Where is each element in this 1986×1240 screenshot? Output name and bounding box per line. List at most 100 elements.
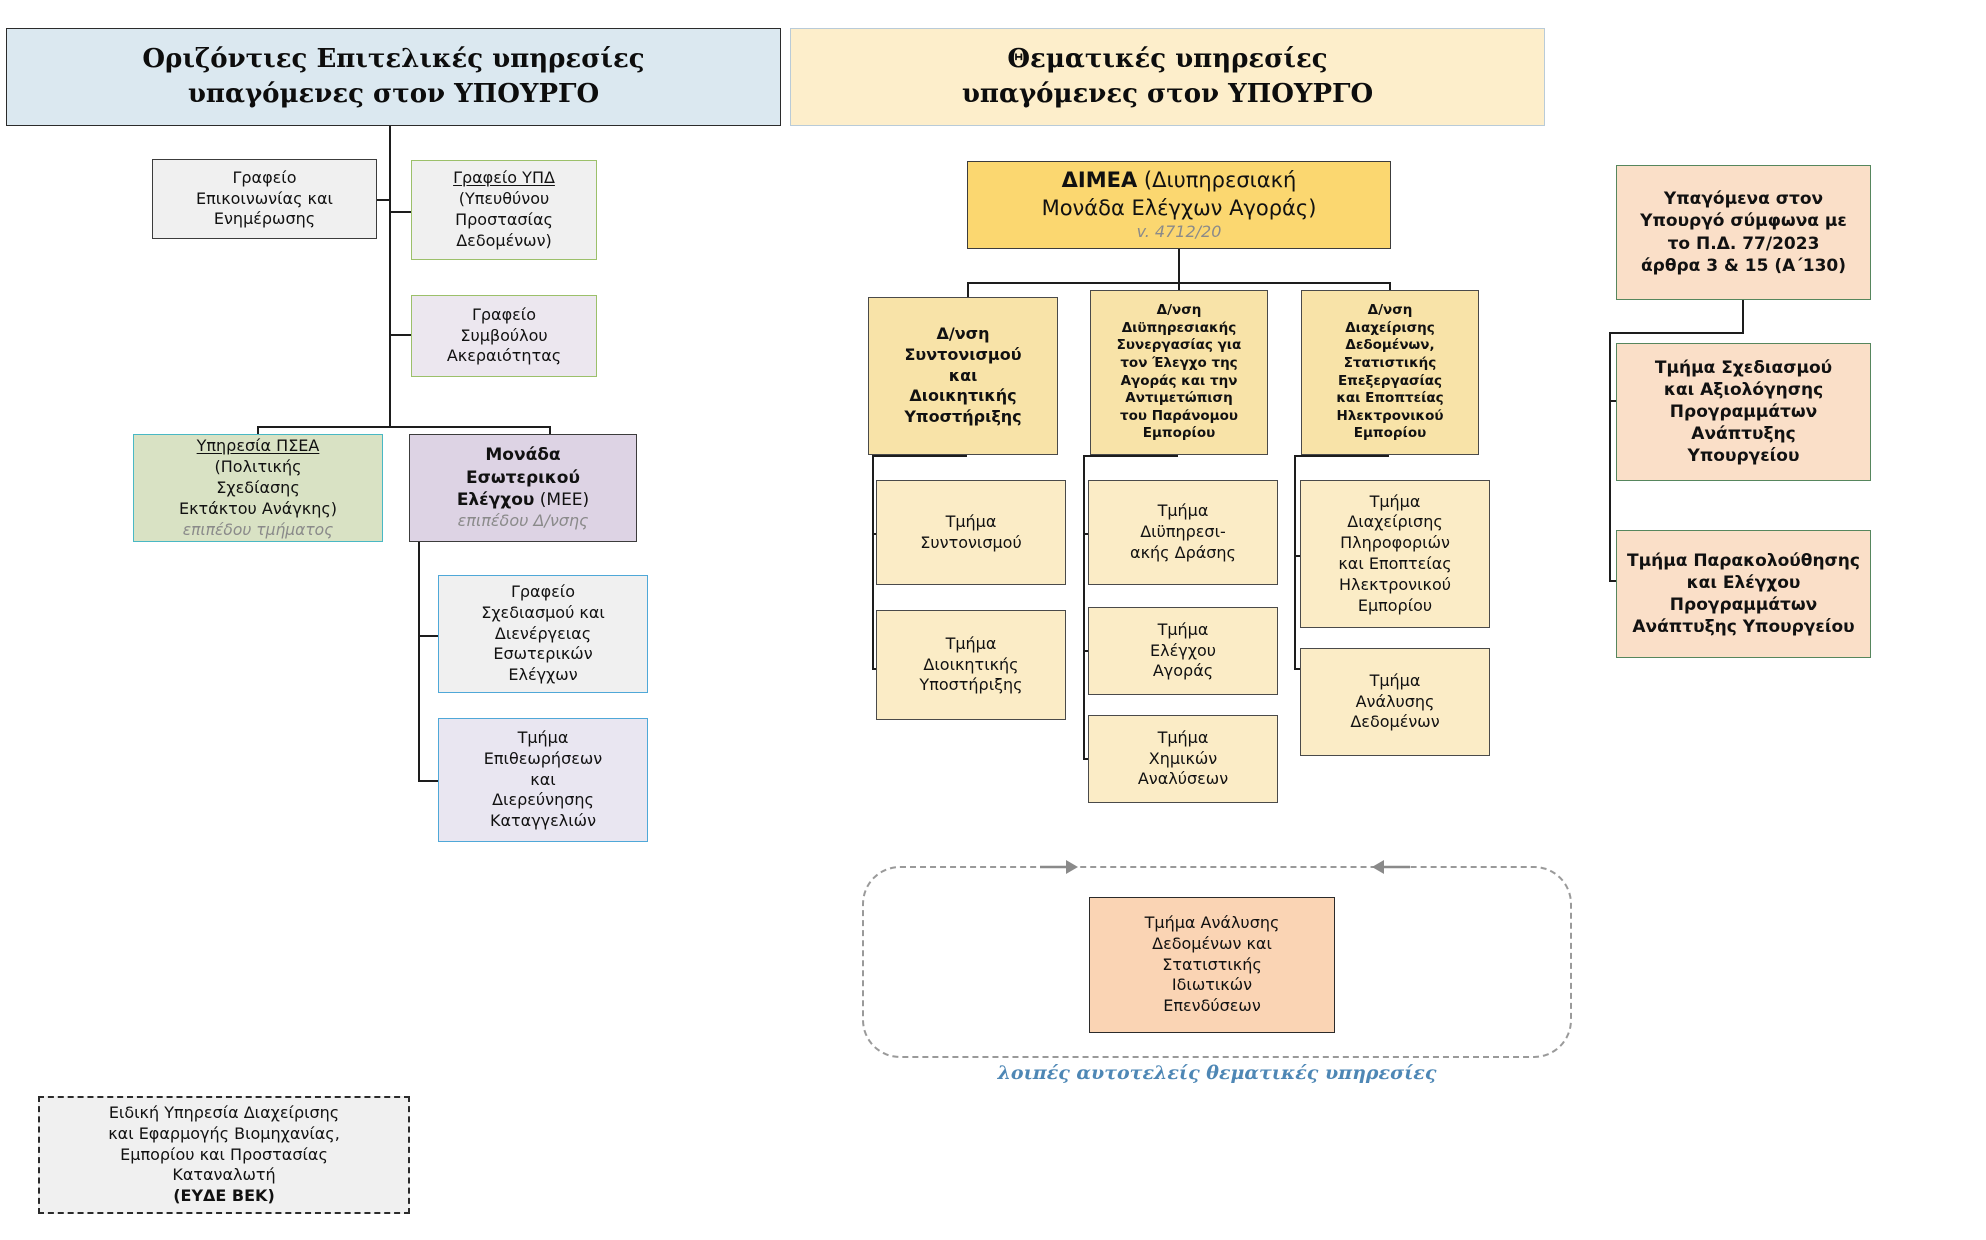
connector-left-trunk <box>389 126 392 428</box>
connector-dir3-to-dept1 <box>1294 555 1304 558</box>
box-minister-subordinate-header[interactable]: Υπαγόμενα στον Υπουργό σύμφωνα με το Π.Δ… <box>1616 165 1871 300</box>
box-program-monitoring-control-dept[interactable]: Τμήμα Παρακολούθησης και Ελέγχου Προγραμ… <box>1616 530 1871 658</box>
other-box-line-2: Δεδομένων και <box>1152 933 1272 953</box>
dir3-line-1: Δ/νση <box>1367 302 1413 319</box>
mee-line-3-bold: Ελέγχου <box>456 489 535 510</box>
psea-line-3: Εκτάκτου Ανάγκης) <box>178 498 337 518</box>
connector-dir1-stem-top <box>872 455 967 458</box>
box-directorate-data-management-ecommerce[interactable]: Δ/νση Διαχείρισης Δεδομένων, Στατιστικής… <box>1301 290 1479 455</box>
dept-3-2-line-2: Ανάλυσης <box>1355 691 1435 711</box>
communication-office-line-3: Ενημέρωσης <box>213 209 316 229</box>
dimea-title-line-1: ΔΙΜΕΑ (Διυπηρεσιακή <box>968 167 1390 194</box>
dir2-line-4: τον Έλεγχο της <box>1120 354 1238 371</box>
dept-3-1-line-3: Πληροφοριών <box>1340 533 1450 553</box>
box-directorate-interagency-cooperation[interactable]: Δ/νση Διϋπηρεσιακής Συνεργασίας για τον … <box>1090 290 1268 455</box>
dimea-law-reference: v. 4712/20 <box>1136 221 1222 241</box>
connector-to-inspections-dept <box>418 780 438 783</box>
dir3-line-8: Εμπορίου <box>1353 425 1427 442</box>
right-item1-line-1: Τμήμα Σχεδιασμού <box>1654 357 1833 378</box>
box-dept-information-ecommerce-supervision[interactable]: Τμήμα Διαχείρισης Πληροφοριών και Εποπτε… <box>1300 480 1490 628</box>
connector-dir3-to-dept2 <box>1294 668 1304 671</box>
inspections-line-1: Τμήμα <box>517 728 569 747</box>
box-dept-chemical-analyses[interactable]: Τμήμα Χημικών Αναλύσεων <box>1088 715 1278 803</box>
dept-2-1-line-1: Τμήμα <box>1157 501 1209 521</box>
connector-dir2-to-dept3 <box>1083 758 1089 761</box>
dept-2-2-line-1: Τμήμα <box>1157 619 1209 639</box>
dir3-line-3: Δεδομένων, <box>1345 337 1435 354</box>
box-dept-data-analysis[interactable]: Τμήμα Ανάλυσης Δεδομένων <box>1300 648 1490 756</box>
connector-to-integrity-office <box>389 334 411 337</box>
dept-1-2-line-2: Διοικητικής <box>923 654 1019 674</box>
inspections-line-3: και <box>530 769 556 789</box>
dir2-line-5: Αγοράς και την <box>1120 372 1238 389</box>
other-box-line-4: Ιδιωτικών <box>1171 975 1253 995</box>
right-item2-line-2: και Ελέγχου <box>1686 572 1801 593</box>
box-program-planning-evaluation-dept[interactable]: Τμήμα Σχεδιασμού και Αξιολόγησης Προγραμ… <box>1616 343 1871 481</box>
box-dept-interagency-action[interactable]: Τμήμα Διϋπηρεσι- ακής Δράσης <box>1088 480 1278 585</box>
box-directorate-coordination-admin[interactable]: Δ/νση Συντονισμού και Διοικητικής Υποστή… <box>868 297 1058 455</box>
banner-right-line2: υπαγόμενες στον ΥΠΟΥΡΓΟ <box>961 79 1374 109</box>
eyde-vek-line-1: Ειδική Υπηρεσία Διαχείρισης <box>108 1103 340 1122</box>
eyde-vek-line-4: Καταναλωτή <box>172 1165 276 1185</box>
dept-2-2-line-3: Αγοράς <box>1152 661 1214 681</box>
mee-line-3: Ελέγχου (ΜΕΕ) <box>410 489 636 511</box>
box-integrity-advisor-office[interactable]: Γραφείο Συμβούλου Ακεραιότητας <box>411 295 597 377</box>
audit-planning-line-3: Διενέργειας <box>494 623 592 643</box>
inspections-line-2: Επιθεωρήσεων <box>483 748 603 768</box>
dept-3-1-line-2: Διαχείρισης <box>1347 512 1443 532</box>
box-audit-planning-office[interactable]: Γραφείο Σχεδιασμού και Διενέργειας Εσωτε… <box>438 575 648 693</box>
psea-note: επιπέδου τμήματος <box>182 520 334 539</box>
right-item1-line-4: Ανάπτυξης <box>1691 424 1796 445</box>
right-header-line-3: το Π.Δ. 77/2023 <box>1667 233 1820 254</box>
dept-2-1-line-3: ακής Δράσης <box>1130 542 1236 562</box>
right-item2-line-4: Ανάπτυξης Υπουργείου <box>1632 617 1855 638</box>
eyde-vek-line-2: και Εφαρμογής Βιομηχανίας, <box>108 1123 340 1143</box>
box-dimea[interactable]: ΔΙΜΕΑ (Διυπηρεσιακή Μονάδα Ελέγχων Αγορά… <box>967 161 1391 249</box>
box-private-investments-data-analysis-dept[interactable]: Τμήμα Ανάλυσης Δεδομένων και Στατιστικής… <box>1089 897 1335 1033</box>
box-eyde-vek[interactable]: Ειδική Υπηρεσία Διαχείρισης και Εφαρμογή… <box>38 1096 410 1214</box>
box-dpo-office[interactable]: Γραφείο ΥΠΔ (Υπευθύνου Προστασίας Δεδομέ… <box>411 160 597 260</box>
other-thematic-services-caption: λοιπές αυτοτελείς θεματικές υπηρεσίες <box>997 1062 1437 1084</box>
box-dept-administrative-support[interactable]: Τμήμα Διοικητικής Υποστήριξης <box>876 610 1066 720</box>
banner-horizontal-staff-services: Οριζόντιες Επιτελικές υπηρεσίες υπαγόμεν… <box>6 28 781 126</box>
dept-1-2-line-3: Υποστήριξης <box>919 675 1023 695</box>
dir3-line-5: Επεξεργασίας <box>1337 372 1443 389</box>
integrity-office-line-1: Γραφείο <box>471 304 537 324</box>
other-box-line-3: Στατιστικής <box>1162 954 1262 974</box>
dept-3-1-line-4: και Εποπτείας <box>1338 554 1452 573</box>
connector-to-communication-office <box>375 199 391 202</box>
dir1-line-3: και <box>948 365 978 385</box>
right-item1-line-5: Υπουργείου <box>1687 446 1800 467</box>
dept-2-1-line-2: Διϋπηρεσι- <box>1140 522 1226 542</box>
right-item2-line-3: Προγραμμάτων <box>1669 595 1818 615</box>
box-inspections-complaints-dept[interactable]: Τμήμα Επιθεωρήσεων και Διερεύνησης Καταγ… <box>438 718 648 842</box>
right-item2-line-1: Τμήμα Παρακολούθησης <box>1627 550 1860 571</box>
box-communication-office[interactable]: Γραφείο Επικοινωνίας και Ενημέρωσης <box>152 159 377 239</box>
box-dept-coordination[interactable]: Τμήμα Συντονισμού <box>876 480 1066 585</box>
box-dept-market-control[interactable]: Τμήμα Ελέγχου Αγοράς <box>1088 607 1278 695</box>
connector-right-header-stem <box>1742 300 1745 332</box>
audit-planning-line-2: Σχεδιασμού και <box>481 602 605 622</box>
integrity-office-line-2: Συμβούλου <box>460 325 548 345</box>
dept-2-3-line-1: Τμήμα <box>1157 727 1209 747</box>
other-box-line-5: Επενδύσεων <box>1163 996 1261 1016</box>
right-header-line-1: Υπαγόμενα στον <box>1663 189 1824 210</box>
box-internal-audit-unit[interactable]: Μονάδα Εσωτερικού Ελέγχου (ΜΕΕ) επιπέδου… <box>409 434 637 542</box>
dir3-line-7: Ηλεκτρονικού <box>1336 407 1444 424</box>
dir1-line-2: Συντονισμού <box>904 344 1022 364</box>
audit-planning-line-1: Γραφείο <box>510 582 576 601</box>
connector-to-dpo-office <box>389 211 411 214</box>
dir1-line-1: Δ/νση <box>936 324 990 343</box>
banner-left-line1: Οριζόντιες Επιτελικές υπηρεσίες <box>142 44 645 75</box>
arrow-right-icon <box>1040 860 1078 874</box>
psea-title: Υπηρεσία ΠΣΕΑ <box>196 436 320 456</box>
dept-3-1-line-1: Τμήμα <box>1369 491 1421 511</box>
connector-mee-trunk <box>418 542 421 782</box>
other-box-line-1: Τμήμα Ανάλυσης <box>1144 913 1280 932</box>
box-psea-service[interactable]: Υπηρεσία ΠΣΕΑ (Πολιτικής Σχεδίασης Εκτάκ… <box>133 434 383 542</box>
mee-line-2: Εσωτερικού <box>466 467 580 488</box>
dir3-line-2: Διαχείρισης <box>1345 319 1435 336</box>
dept-1-1-line-2: Συντονισμού <box>920 532 1022 552</box>
banner-thematic-services: Θεματικές υπηρεσίες υπαγόμενες στον ΥΠΟΥ… <box>790 28 1545 126</box>
connector-dir1-to-dept2 <box>872 668 878 671</box>
